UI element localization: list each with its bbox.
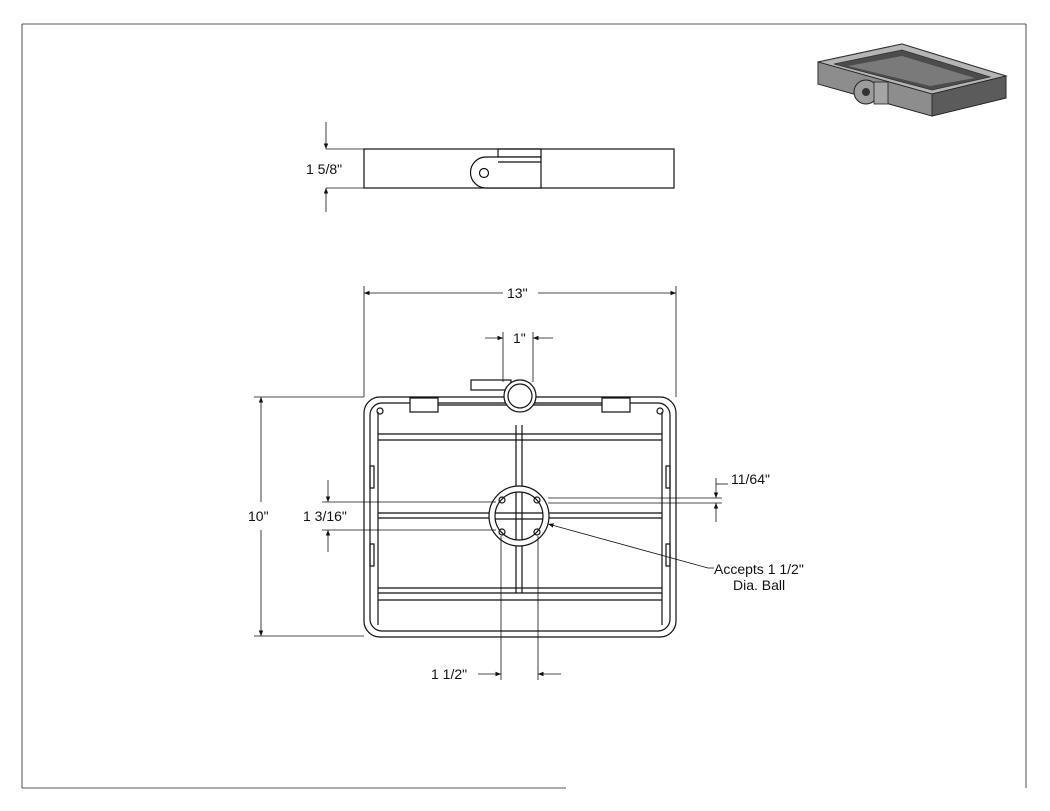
- dim-hinge-width: 1": [485, 330, 553, 382]
- dim-socket-offset: 1 3/16": [303, 480, 496, 552]
- sheet-border: [21, 23, 1027, 789]
- dim-rib-thickness: 11/64": [548, 471, 770, 522]
- dim-hinge-width-label: 1": [513, 330, 526, 346]
- ball-callout-line1: Accepts 1 1/2": [714, 561, 804, 577]
- dim-socket-offset-label: 1 3/16": [303, 508, 347, 524]
- dim-socket-width-label: 1 1/2": [431, 666, 467, 682]
- dim-height-side: 1 5/8": [306, 122, 364, 212]
- dim-socket-width: 1 1/2": [431, 536, 561, 682]
- dim-depth-overall: 10": [248, 396, 364, 637]
- dim-rib-thickness-label: 11/64": [731, 471, 770, 487]
- ball-callout-line2: Dia. Ball: [733, 577, 785, 593]
- dim-height-side-label: 1 5/8": [306, 161, 342, 177]
- dim-depth-overall-label: 10": [248, 508, 269, 524]
- plan-view: [363, 379, 677, 638]
- dim-width-overall-label: 13": [507, 285, 528, 301]
- side-view: [363, 148, 675, 189]
- isometric-tray-render: [817, 43, 1008, 117]
- ball-callout: Accepts 1 1/2" Dia. Ball: [547, 523, 804, 593]
- dim-width-overall: 13": [363, 285, 677, 397]
